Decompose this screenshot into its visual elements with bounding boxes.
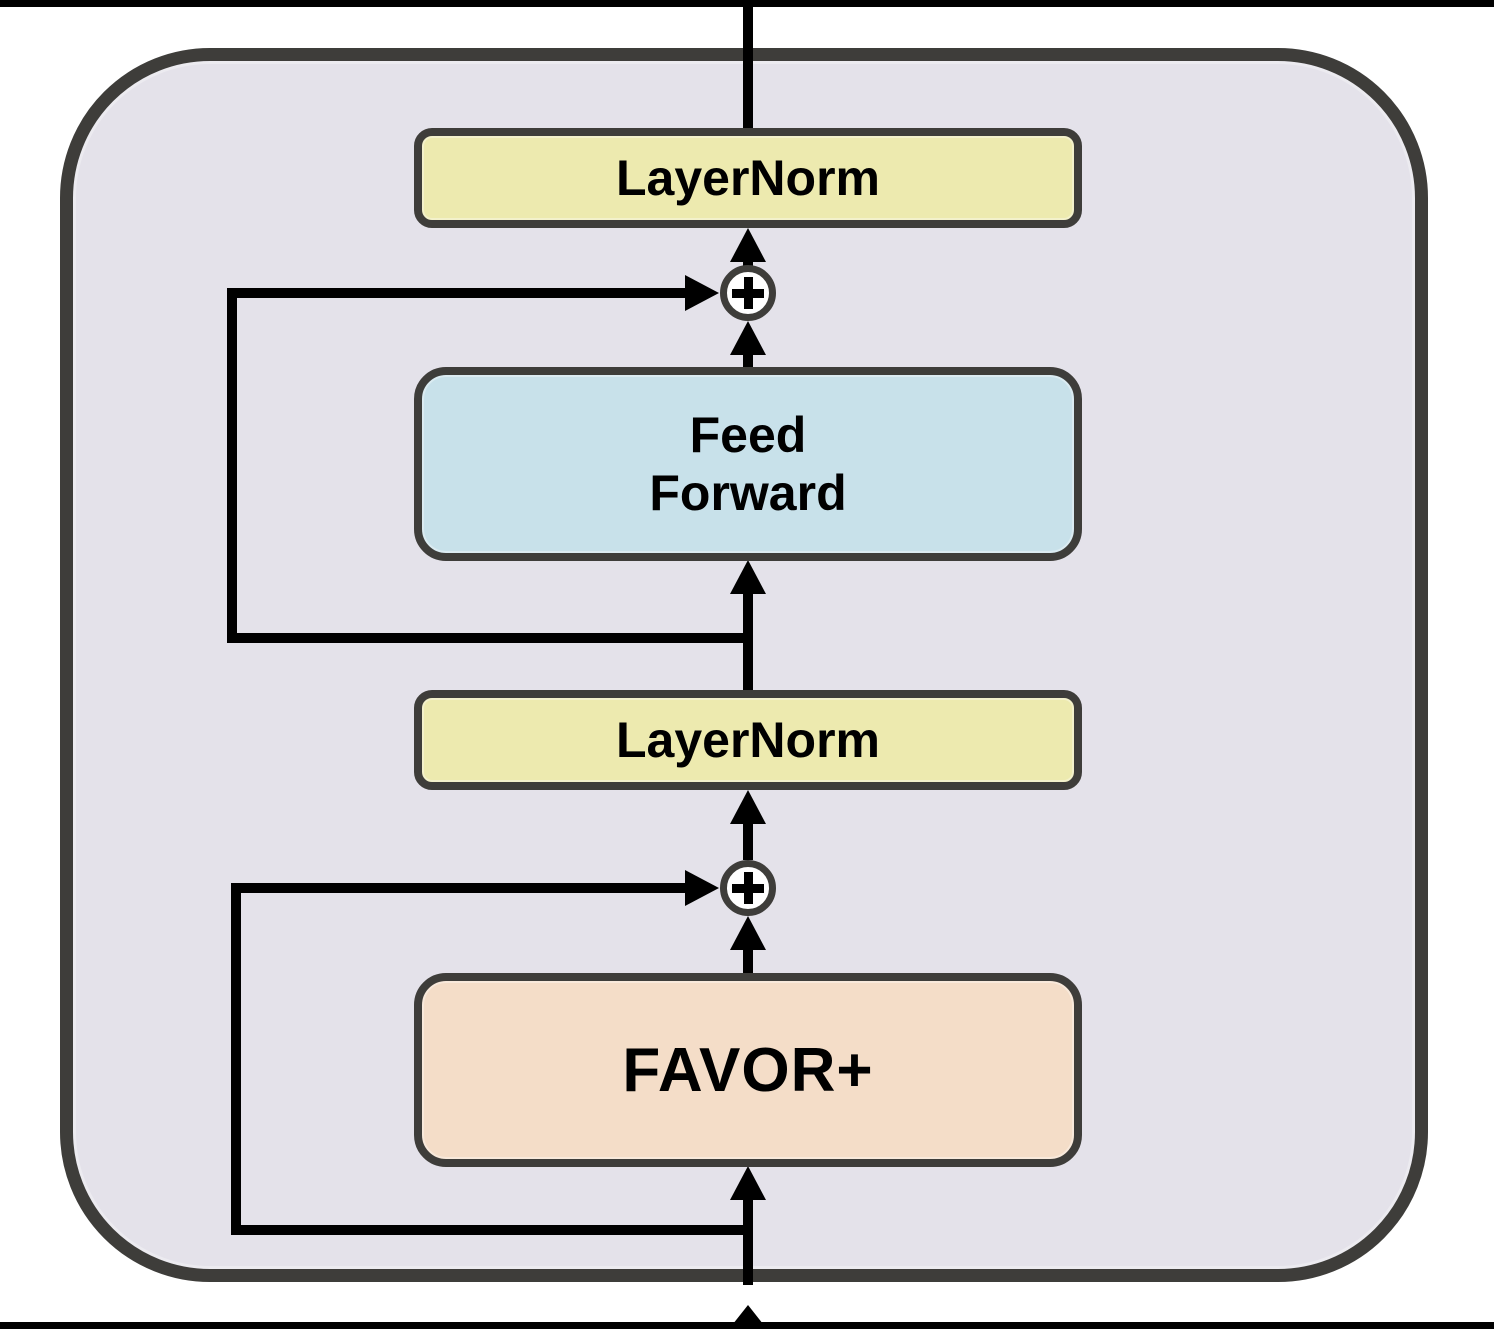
arrowhead bbox=[685, 870, 719, 906]
skip-connection-favor bbox=[231, 883, 748, 1235]
skip-connection-feedforward bbox=[227, 288, 748, 643]
block-label: FAVOR+ bbox=[622, 1035, 874, 1105]
top-frame-bar bbox=[0, 0, 1494, 7]
bottom-frame-bar bbox=[0, 1322, 1494, 1329]
add-operator-top bbox=[720, 265, 776, 321]
block-favor-plus: FAVOR+ bbox=[414, 973, 1082, 1167]
block-label: Feed Forward bbox=[649, 407, 847, 521]
arrowhead bbox=[730, 228, 766, 262]
block-layernorm-mid: LayerNorm bbox=[414, 690, 1082, 790]
block-layernorm-top: LayerNorm bbox=[414, 128, 1082, 228]
block-feed-forward: Feed Forward bbox=[414, 367, 1082, 561]
block-label: LayerNorm bbox=[616, 712, 880, 768]
arrowhead bbox=[730, 916, 766, 950]
arrowhead bbox=[685, 275, 719, 311]
arrowhead bbox=[730, 1166, 766, 1200]
arrowhead bbox=[730, 321, 766, 355]
add-operator-bottom bbox=[720, 860, 776, 916]
block-label: LayerNorm bbox=[616, 150, 880, 206]
arrowhead bbox=[730, 790, 766, 824]
arrowhead bbox=[730, 560, 766, 594]
